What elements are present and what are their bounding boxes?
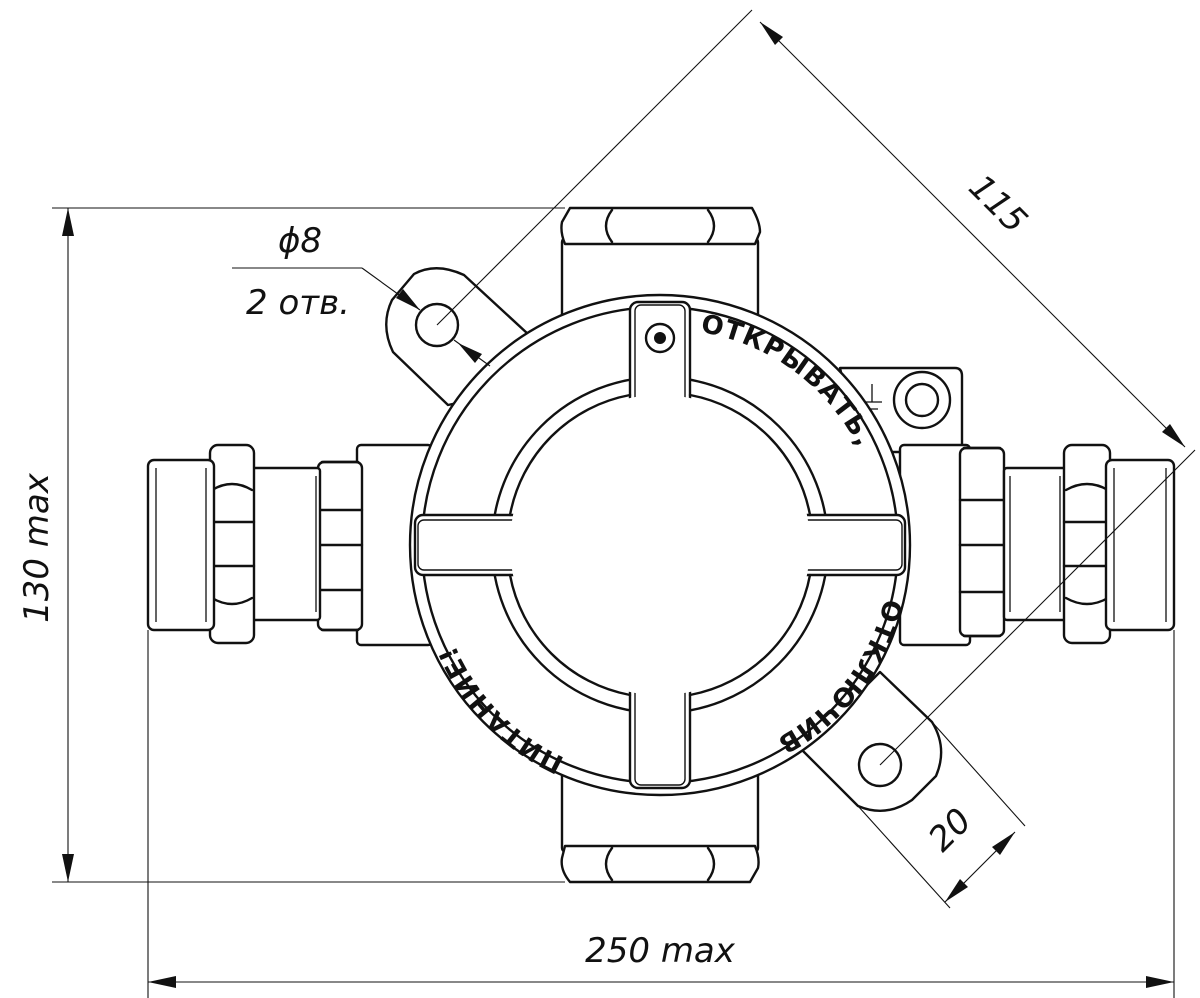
dimension-height-label: 130 max bbox=[17, 472, 57, 623]
cable-gland-right bbox=[898, 443, 1176, 647]
dimension-lug-width-label: 20 bbox=[921, 801, 980, 860]
hole-count-label: 2 отв. bbox=[246, 283, 350, 323]
mounting-lug-bottom-right bbox=[800, 670, 943, 812]
cable-gland-left bbox=[146, 443, 434, 647]
dimension-height: 130 max bbox=[17, 207, 565, 883]
dimension-width: 250 max bbox=[147, 630, 1175, 998]
hole-callout: ϕ8 2 отв. bbox=[232, 221, 491, 367]
hole-diameter-label: ϕ8 bbox=[278, 221, 322, 261]
housing-lid bbox=[408, 293, 912, 797]
dimension-width-label: 250 max bbox=[585, 931, 736, 971]
dimension-diagonal-label: 115 bbox=[961, 167, 1035, 241]
